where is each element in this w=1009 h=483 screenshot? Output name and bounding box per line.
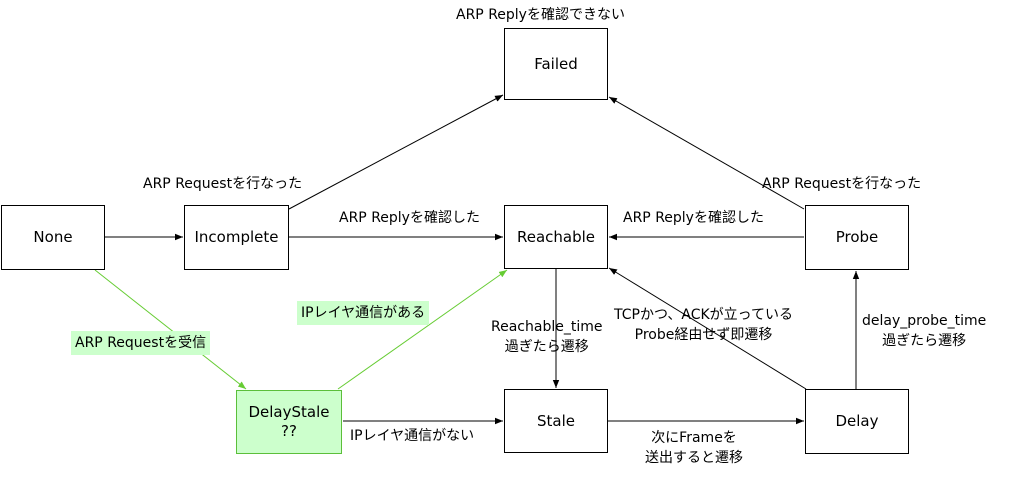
- label-none-to-delaystale: ARP Requestを受信: [71, 331, 211, 355]
- label-probe-to-failed: ARP Requestを行なった: [762, 176, 922, 192]
- label-failed-condition: ARP Replyを確認できない: [456, 7, 625, 23]
- state-probe-label: Probe: [835, 228, 879, 246]
- edge-delaystale-reachable: [337, 269, 508, 390]
- state-delay-label: Delay: [835, 412, 879, 430]
- state-stale-label: Stale: [537, 411, 575, 430]
- label-delay-to-probe: delay_probe_time 過ぎたら遷移: [862, 311, 986, 351]
- label-stale-to-delay: 次にFrameを 送出すると遷移: [645, 428, 743, 468]
- label-delaystale-to-reachable: IPレイヤ通信がある: [297, 301, 430, 325]
- state-reachable: Reachable: [504, 205, 608, 269]
- label-stale-to-delay-line1: 次にFrameを: [651, 430, 737, 446]
- state-delaystale-label: DelayStale: [248, 403, 330, 421]
- label-delaystale-to-stale: IPレイヤ通信がない: [350, 428, 475, 444]
- state-none: None: [1, 205, 105, 270]
- label-incomplete-to-failed: ARP Requestを行なった: [143, 176, 303, 192]
- edge-delay-reachable: [608, 267, 807, 390]
- state-incomplete-label: Incomplete: [194, 228, 279, 246]
- state-probe: Probe: [805, 205, 909, 270]
- state-none-label: None: [33, 228, 73, 246]
- label-reachable-to-stale: Reachable_time 過ぎたら遷移: [491, 317, 602, 357]
- label-incomplete-to-reachable: ARP Replyを確認した: [339, 210, 480, 226]
- state-failed: Failed: [504, 28, 608, 100]
- state-reachable-label: Reachable: [516, 227, 596, 246]
- state-delaystale: DelayStale ??: [236, 390, 342, 454]
- state-stale: Stale: [504, 389, 608, 453]
- label-delay-to-reachable: TCPかつ、ACKが立っている Probe経由せず即遷移: [614, 305, 793, 345]
- edge-incomplete-failed: [288, 94, 504, 210]
- label-delay-to-probe-line2: 過ぎたら遷移: [882, 333, 967, 349]
- edge-none-delaystale: [94, 269, 247, 390]
- label-delay-to-probe-line1: delay_probe_time: [862, 313, 987, 329]
- state-delaystale-note: ??: [281, 422, 297, 440]
- edge-probe-failed: [608, 96, 805, 210]
- label-delay-to-reachable-line2: Probe経由せず即遷移: [634, 327, 773, 343]
- label-delay-to-reachable-line1: TCPかつ、ACKが立っている: [614, 307, 793, 323]
- state-failed-label: Failed: [534, 54, 578, 73]
- label-probe-to-reachable: ARP Replyを確認した: [623, 210, 764, 226]
- label-stale-to-delay-line2: 送出すると遷移: [645, 450, 743, 466]
- state-delay: Delay: [805, 389, 909, 454]
- state-incomplete: Incomplete: [184, 205, 289, 270]
- label-reachable-to-stale-line2: 過ぎたら遷移: [504, 339, 589, 355]
- label-reachable-to-stale-line1: Reachable_time: [491, 319, 603, 335]
